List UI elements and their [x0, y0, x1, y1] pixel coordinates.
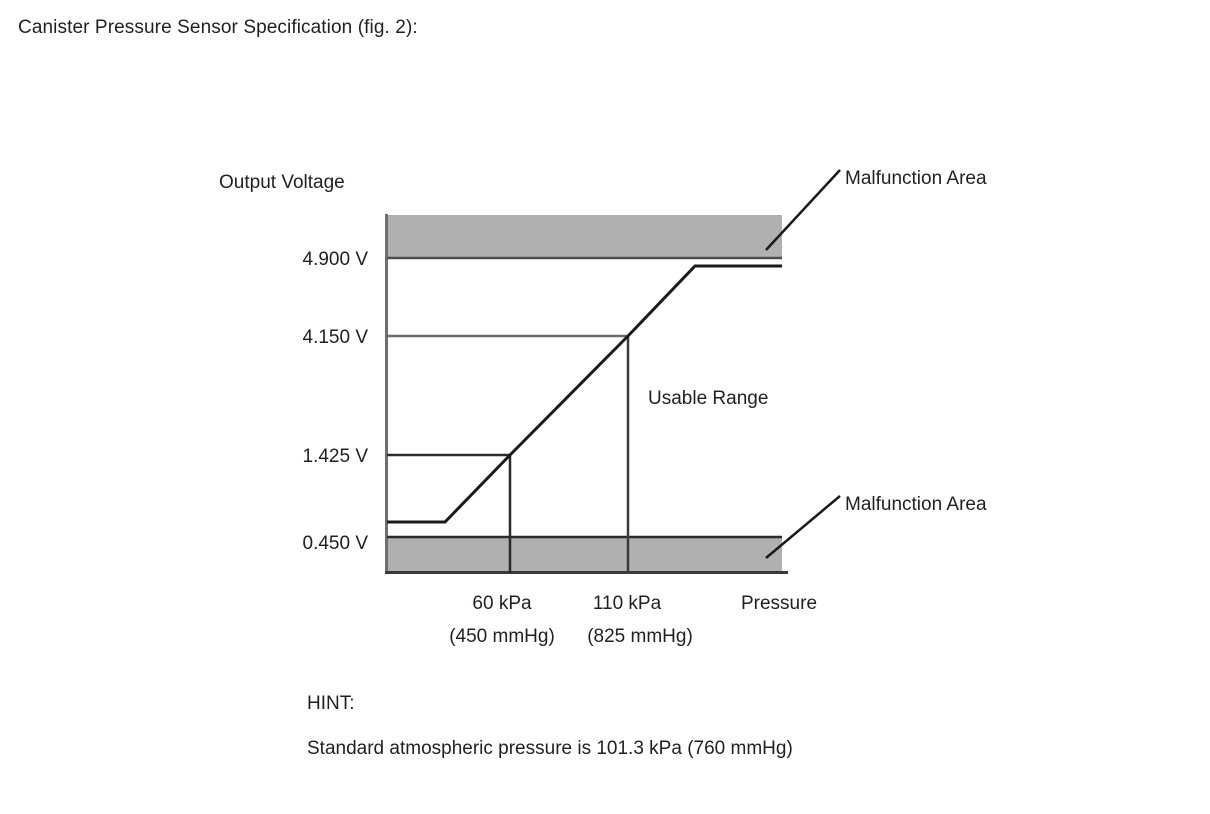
y-axis-title: Output Voltage: [219, 172, 345, 193]
malfunction-area-lower-label: Malfunction Area: [845, 494, 987, 515]
usable-range-label: Usable Range: [648, 388, 768, 409]
x-axis-title: Pressure: [741, 593, 817, 614]
y-tick-label-1425v: 1.425 V: [303, 446, 369, 467]
malfunction-area-upper-label: Malfunction Area: [845, 168, 987, 189]
leader-line-malfunction-upper: [765, 169, 841, 251]
malfunction-band-lower: [387, 537, 782, 573]
hint-text: Standard atmospheric pressure is 101.3 k…: [307, 738, 793, 759]
y-tick-label-4150v: 4.150 V: [303, 327, 369, 348]
leader-line-malfunction-lower: [765, 495, 841, 559]
x-tick-sublabel-110kpa: (825 mmHg): [587, 626, 693, 647]
y-tick-label-4900v: 4.900 V: [303, 249, 369, 270]
malfunction-band-upper: [387, 215, 782, 258]
x-tick-label-60kpa: 60 kPa: [472, 593, 532, 614]
hint-title: HINT:: [307, 693, 355, 714]
x-tick-label-110kpa: 110 kPa: [593, 593, 662, 614]
sensor-output-curve: [387, 264, 782, 524]
hint-block: HINT: Standard atmospheric pressure is 1…: [307, 694, 793, 758]
y-tick-label-0450v: 0.450 V: [303, 533, 369, 554]
page-title: Canister Pressure Sensor Specification (…: [18, 17, 418, 38]
x-tick-sublabel-60kpa: (450 mmHg): [449, 626, 555, 647]
